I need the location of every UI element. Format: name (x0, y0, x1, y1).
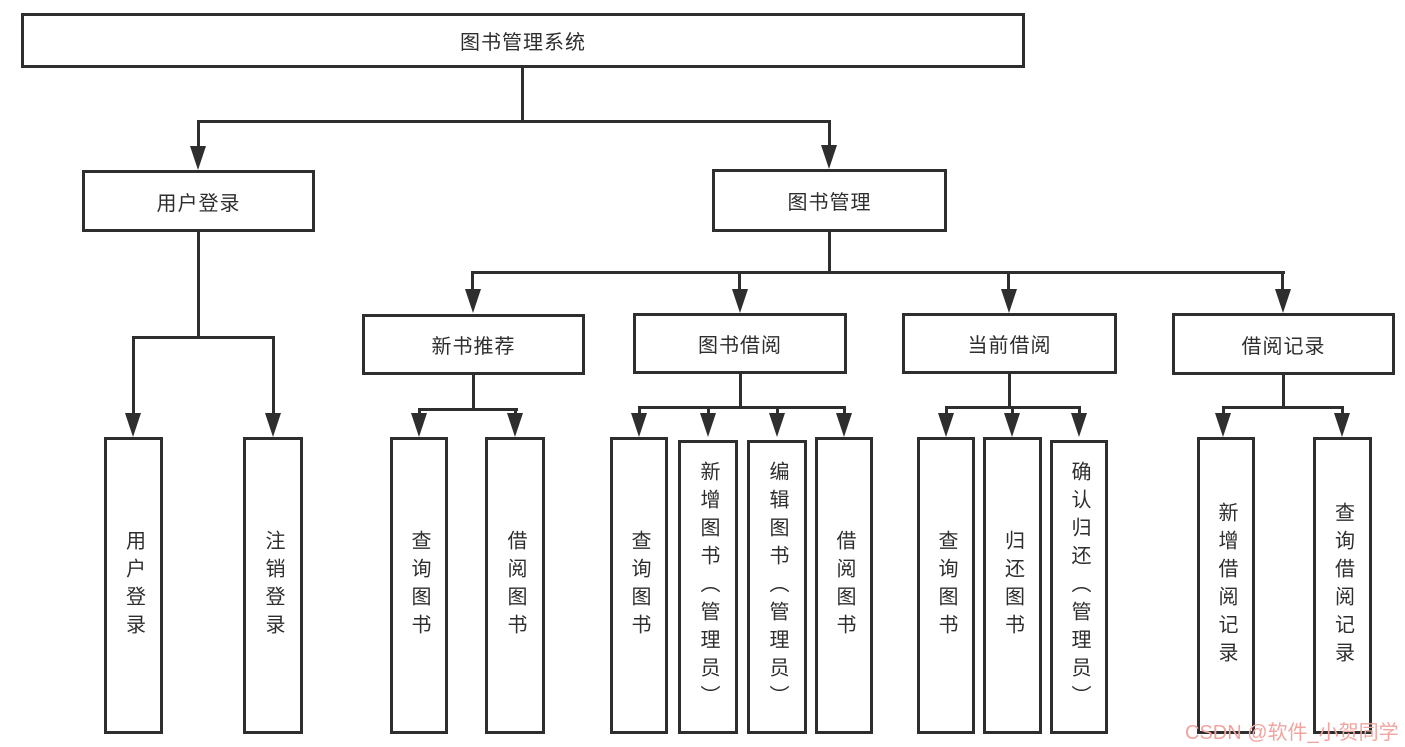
arrow-down-icon (836, 413, 852, 437)
node-new-book-recommend-label: 新书推荐 (431, 336, 516, 358)
connector-line (1281, 271, 1284, 292)
connector-line (638, 406, 846, 409)
leaf-borrow-books-1-label: 借阅图书 (504, 529, 526, 642)
leaf-borrow-books-1: 借阅图书 (485, 437, 545, 734)
node-book-management: 图书管理 (712, 169, 947, 232)
connector-line (132, 336, 135, 416)
leaf-query-books-1-label: 查询图书 (408, 529, 430, 642)
leaf-query-books-2-label: 查询图书 (628, 529, 650, 642)
node-user-login: 用户登录 (82, 170, 315, 232)
leaf-confirm-return-admin-label: 确认归还（管理员） (1068, 461, 1090, 713)
connector-line (1008, 374, 1011, 406)
arrow-down-icon (821, 145, 837, 169)
arrow-down-icon (1215, 413, 1231, 437)
arrow-down-icon (938, 413, 954, 437)
connector-line (828, 232, 831, 271)
node-user-login-label: 用户登录 (156, 192, 241, 215)
leaf-query-borrow-record: 查询借阅记录 (1313, 437, 1372, 734)
connector-line (738, 271, 741, 292)
connector-line (1222, 406, 1344, 409)
connector-line (197, 120, 831, 123)
connector-line (707, 406, 710, 416)
node-borrow-records-label: 借阅记录 (1241, 335, 1326, 358)
leaf-query-books-2: 查询图书 (610, 437, 668, 734)
leaf-edit-book-admin-label: 编辑图书（管理员） (766, 461, 788, 713)
connector-line (1007, 271, 1010, 292)
leaf-query-books-1: 查询图书 (390, 437, 448, 734)
leaf-add-book-admin-label: 新增图书（管理员） (697, 461, 719, 713)
leaf-user-login: 用户登录 (104, 437, 163, 734)
leaf-add-book-admin: 新增图书（管理员） (678, 440, 738, 734)
arrow-down-icon (265, 413, 281, 437)
connector-line (514, 408, 517, 417)
connector-line (1078, 406, 1081, 416)
node-borrow-records: 借阅记录 (1172, 313, 1395, 375)
connector-line (1011, 406, 1014, 416)
connector-line (197, 232, 200, 336)
arrow-down-icon (1001, 289, 1017, 313)
node-root-label: 图书管理系统 (460, 32, 586, 54)
arrow-down-icon (1334, 413, 1350, 437)
connector-line (1341, 406, 1344, 416)
leaf-return-book: 归还图书 (983, 437, 1042, 734)
connector-line (1222, 406, 1225, 416)
connector-line (521, 68, 524, 120)
connector-line (739, 374, 742, 406)
connector-line (843, 406, 846, 416)
connector-line (638, 406, 641, 416)
node-root: 图书管理系统 (21, 13, 1025, 68)
node-current-borrow: 当前借阅 (902, 313, 1117, 374)
connector-line (828, 120, 831, 152)
arrow-down-icon (631, 413, 647, 437)
arrow-down-icon (190, 146, 206, 170)
connector-line (471, 271, 474, 292)
leaf-query-books-3: 查询图书 (917, 437, 975, 734)
connector-line (945, 406, 948, 416)
connector-line (272, 336, 275, 416)
leaf-logout: 注销登录 (243, 437, 303, 734)
arrow-down-icon (1004, 413, 1020, 437)
leaf-borrow-books-2: 借阅图书 (815, 437, 873, 734)
connector-line (471, 271, 1285, 274)
node-book-borrow: 图书借阅 (633, 313, 847, 374)
arrow-down-icon (507, 413, 523, 437)
connector-line (472, 375, 475, 408)
connector-line (132, 336, 275, 339)
leaf-return-book-label: 归还图书 (1001, 529, 1024, 642)
connector-line (776, 406, 779, 416)
arrow-down-icon (769, 413, 785, 437)
arrow-down-icon (732, 289, 748, 313)
watermark: CSDN @软件_小贺同学 (1185, 722, 1399, 744)
leaf-query-books-3-label: 查询图书 (935, 529, 957, 642)
leaf-add-borrow-record-label: 新增借阅记录 (1215, 501, 1237, 670)
node-book-management-label: 图书管理 (787, 192, 872, 214)
arrow-down-icon (125, 413, 141, 437)
leaf-query-borrow-record-label: 查询借阅记录 (1331, 501, 1354, 670)
arrow-down-icon (1275, 289, 1291, 313)
connector-line (197, 120, 200, 152)
leaf-confirm-return-admin: 确认归还（管理员） (1050, 440, 1108, 734)
leaf-borrow-books-2-label: 借阅图书 (833, 529, 855, 642)
leaf-logout-label: 注销登录 (262, 529, 284, 642)
leaf-edit-book-admin: 编辑图书（管理员） (747, 440, 807, 734)
arrow-down-icon (411, 413, 427, 437)
connector-line (418, 408, 518, 411)
node-book-borrow-label: 图书借阅 (698, 335, 782, 357)
arrow-down-icon (465, 289, 481, 313)
node-new-book-recommend: 新书推荐 (362, 314, 585, 375)
arrow-down-icon (700, 413, 716, 437)
node-current-borrow-label: 当前借阅 (967, 335, 1052, 357)
leaf-add-borrow-record: 新增借阅记录 (1197, 437, 1255, 734)
arrow-down-icon (1071, 413, 1087, 437)
connector-line (1282, 375, 1285, 406)
connector-line (418, 408, 421, 417)
leaf-user-login-label: 用户登录 (122, 529, 145, 642)
